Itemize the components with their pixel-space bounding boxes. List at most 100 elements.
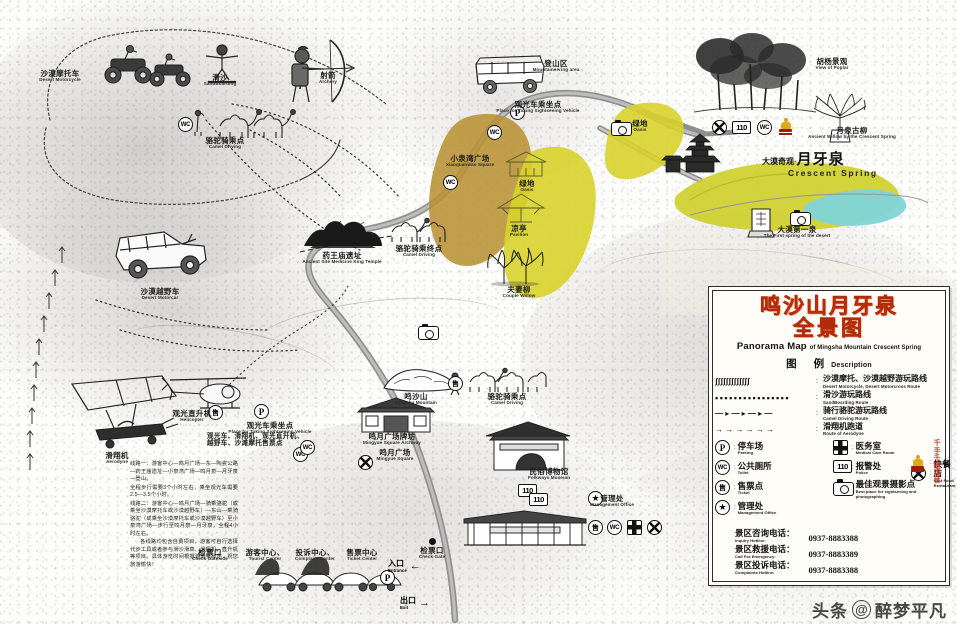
attraction-label-cn: 鸣月广场牌坊 <box>368 432 416 441</box>
attraction-label-en: Folkways Museum <box>527 475 571 480</box>
toilet-icon[interactable]: WC <box>757 120 772 135</box>
phone-row: 景区救援电话：Call For Emergency:0937-8883389 <box>735 545 858 559</box>
legend-icon-label-en: Police <box>855 470 869 476</box>
attraction-label-en: Helicopter <box>180 417 204 422</box>
legend-subtitle-small: of Mingsha Mountain Crescent Spring <box>809 344 922 351</box>
legend-colon: : <box>852 465 854 472</box>
legend-route-label-cn: 沙漠摩托、沙漠越野游玩路线 <box>823 373 927 383</box>
attraction-label-cn: 售票中心 <box>346 548 378 557</box>
attraction-label-cn: 检票口 <box>198 548 222 557</box>
photo-spot-icon[interactable] <box>418 323 439 340</box>
toilet-icon[interactable]: WC <box>487 125 502 140</box>
medical-icon[interactable] <box>627 520 642 535</box>
legend-title-line1: 鸣沙山月牙泉 <box>760 295 898 318</box>
fast-food-icon[interactable] <box>358 455 373 470</box>
camel-sketch-middle <box>388 217 450 244</box>
photo-spot-icon[interactable] <box>790 209 811 226</box>
ticket-icon[interactable]: 售 <box>588 520 603 535</box>
attraction-label-en: Place for Taking Sightseeing Vehicle <box>496 108 580 113</box>
photo-spot-icon[interactable] <box>833 479 854 496</box>
sandboarder-sketch <box>196 42 248 86</box>
legend-icon-label-en: Parking <box>737 450 754 456</box>
parking-icon[interactable]: P <box>380 570 395 585</box>
ticket-icon[interactable]: 售 <box>715 480 730 496</box>
phone-label-cn: 景区投诉电话： <box>735 560 795 571</box>
parking-icon[interactable]: P <box>254 404 269 419</box>
attraction-label-cn: 登山区 <box>544 59 568 68</box>
phone-label-en: Call For Emergency: <box>735 554 776 559</box>
dune-edge-east <box>689 185 930 235</box>
management-icon[interactable]: ★ <box>588 491 603 506</box>
police-icon[interactable]: 110 <box>732 121 751 134</box>
fast-food-icon[interactable] <box>647 520 662 535</box>
desert-jeep-sketch <box>108 222 212 284</box>
attraction-label-cn: 游客中心、 <box>245 548 285 557</box>
parking-icon[interactable]: P <box>510 105 525 120</box>
toilet-icon[interactable]: WC <box>607 520 622 535</box>
attraction-label-en: Ancient Site Medicine King Temple <box>302 259 382 264</box>
photo-spot-icon[interactable] <box>611 119 632 136</box>
attraction-label-en: Mingsha Mountain <box>395 400 437 405</box>
phone-number[interactable]: 0937-8883388 <box>808 565 859 575</box>
guanyin-statue-icon[interactable] <box>911 454 924 472</box>
ticket-icon[interactable]: 售 <box>448 376 463 391</box>
fast-food-icon[interactable] <box>712 120 727 135</box>
toilet-icon[interactable]: WC <box>178 117 193 132</box>
route-line-2: 全程步行需要3个小时左右，乘坐观光车需要2.5—3.5个小时。 <box>130 484 238 499</box>
attraction-label-cn: 沙漠越野车 <box>140 287 180 296</box>
gate-label-cn: 出口 <box>400 596 416 605</box>
parking-cars-sketch <box>255 545 402 597</box>
gate-label-en: Entrance <box>388 568 407 573</box>
legend-route-symbol: ▪▪▪▪▪▪▪▪▪▪▪▪▪▪▪▪ <box>715 392 791 403</box>
legend-icon-box: P <box>715 440 731 456</box>
watermark: 头条 @ 醉梦平凡 <box>812 597 947 622</box>
police-icon[interactable]: 110 <box>529 493 548 506</box>
attraction-label-cn: 大漠第一泉 <box>777 225 817 234</box>
attraction-label-en: The First spring of the desert <box>763 233 831 238</box>
legend-colon: : <box>930 459 932 466</box>
legend-icon-label-cn: 千手千眼观音 <box>933 440 941 485</box>
attraction-label-en: Couple Willow <box>502 293 536 298</box>
management-icon[interactable]: ★ <box>715 500 730 516</box>
watermark-at-icon: @ <box>852 600 871 619</box>
toilet-icon[interactable]: WC <box>300 440 315 455</box>
attraction-label-cn: 药王庙遗址 <box>322 251 362 260</box>
crescent-spring-prefix: 大漠奇观· <box>762 157 797 166</box>
legend-colon: : <box>734 485 736 492</box>
helicopter-sketch <box>160 372 252 412</box>
parking-icon[interactable]: P <box>715 440 730 456</box>
medical-icon[interactable] <box>833 440 848 456</box>
toilet-icon[interactable]: WC <box>443 175 458 190</box>
attraction-label-en: Pavilion <box>509 232 529 237</box>
legend-route-label-en: Desert Motorcycle, Desert Motorcross Rou… <box>823 383 921 389</box>
phone-number[interactable]: 0937-8883388 <box>808 533 859 544</box>
attraction-label-cn: 观光车乘坐点 <box>246 421 294 430</box>
gate-arrow-icon: ← <box>409 560 421 572</box>
ticket-icon[interactable]: 售 <box>208 405 223 420</box>
attraction-label-cn: 射箭 <box>320 71 336 80</box>
first-spring-stele-sketch <box>747 205 775 239</box>
legend-route-label-cn: 滑翔机跑道 <box>823 421 863 431</box>
phone-number[interactable]: 0937-8883389 <box>808 549 859 560</box>
attraction-label-en: Check Gate <box>418 554 446 559</box>
attraction-label-cn: 民俗博物馆 <box>529 467 569 476</box>
police-icon[interactable]: 110 <box>833 460 852 474</box>
route-line-1: 线路一：游客中心—鸣月广场—东—陶瓷公路—药王庙遗址—小泉湾广场—鸣月泉—月牙泉… <box>130 461 238 483</box>
toilet-icon[interactable]: WC <box>715 460 730 476</box>
poplar-forest-sketch <box>690 30 820 118</box>
legend-icon-label-cn: 快餐店 <box>933 459 951 479</box>
legend-colon: : <box>816 394 818 402</box>
